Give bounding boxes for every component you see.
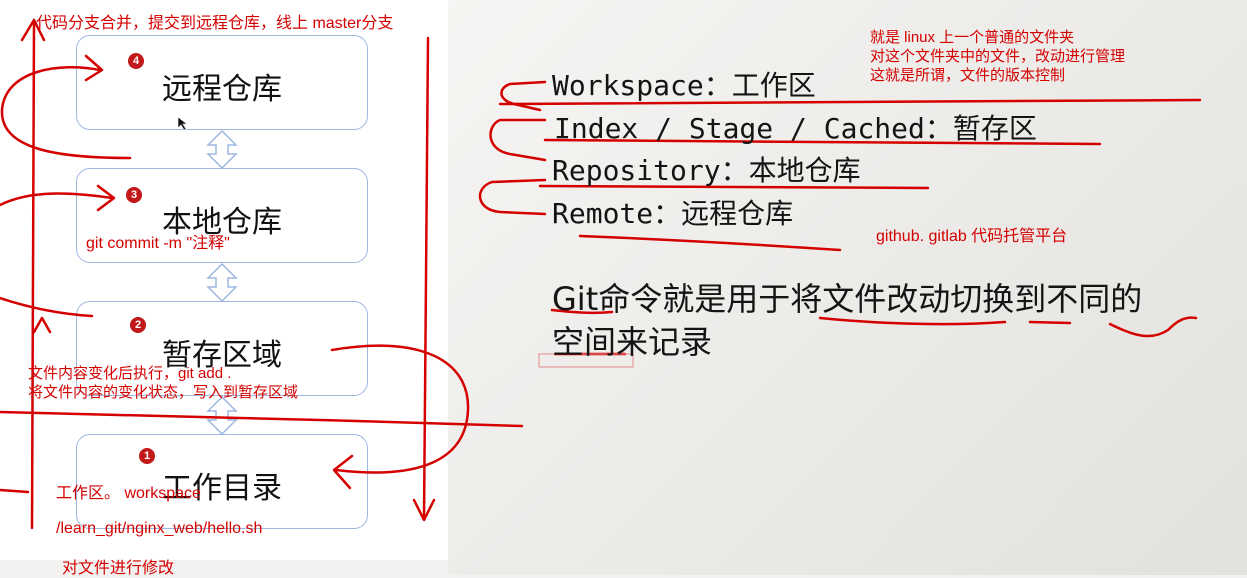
underline-workspace [498, 98, 1202, 106]
double-arrow-icon [206, 129, 238, 170]
stage-staging-area: 暂存区域 [76, 301, 368, 396]
double-arrow-icon [206, 262, 238, 303]
term-remote: Remote：远程仓库 [552, 192, 793, 232]
term-cn: 远程仓库 [681, 197, 794, 230]
underline-git [550, 308, 614, 315]
stage-number-badge: 2 [130, 317, 146, 333]
right-notes-panel [448, 0, 1247, 575]
up-arrowhead [20, 18, 46, 42]
bracket-workspace [500, 80, 547, 112]
red-pen-strokes [0, 18, 1202, 530]
underline-phrase3 [1108, 316, 1198, 338]
path-note: /learn_git/nginx_web/hello.sh [56, 520, 263, 537]
long-divider [0, 410, 524, 428]
stage-number-badge: 3 [126, 187, 142, 203]
term-cn: 暂存区 [952, 112, 1037, 145]
add-note-line1: 文件内容变化后执行，git add . [28, 365, 232, 382]
term-cn: 本地仓库 [748, 154, 861, 187]
summary-line1: Git命令就是用于将文件改动切换到不同的 [552, 280, 1143, 318]
arrowhead [84, 54, 104, 82]
term-repository: Repository：本地仓库 [552, 149, 861, 189]
stage-number-badge: 1 [139, 448, 155, 464]
stage-label: 远程仓库 [162, 72, 282, 107]
workspace-note: 工作区。 workspace [56, 485, 201, 502]
term-en: Workspace [552, 69, 704, 102]
term-workspace: Workspace：工作区 [552, 64, 816, 104]
stage-number-badge: 4 [128, 53, 144, 69]
stage-remote-repo: 远程仓库 [76, 35, 368, 130]
down-arrow-line [422, 36, 430, 520]
curve-to-staging [0, 296, 94, 318]
curve-to-workdir [330, 344, 470, 474]
up-arrow-line [30, 20, 36, 530]
down-arrowhead [412, 498, 436, 522]
selection-box [538, 353, 634, 368]
commit-note: git commit -m "注释" [86, 235, 230, 252]
stage-label: 工作目录 [162, 471, 282, 506]
hosting-note: github. gitlab 代码托管平台 [876, 228, 1068, 245]
term-cn: 工作区 [731, 69, 816, 102]
modify-note: 对文件进行修改 [62, 560, 175, 577]
term-en: Remote [552, 197, 654, 230]
summary-line2: 空间来记录 [552, 323, 713, 361]
underline-remote [578, 234, 842, 252]
underline-phrase1 [818, 316, 1007, 326]
term-index: Index / Stage / Cached：暂存区 [554, 107, 1037, 147]
stage-label: 本地仓库 [162, 205, 282, 240]
underline-index [543, 138, 1102, 146]
folder-note-line1: 就是 linux 上一个普通的文件夹 [870, 29, 1075, 46]
short-divider [0, 488, 30, 494]
underline-phrase2 [1028, 320, 1072, 325]
bracket-remote [478, 178, 547, 216]
double-arrow-icon [206, 395, 238, 436]
arrowhead [332, 454, 354, 490]
folder-note-line2: 对这个文件夹中的文件，改动进行管理 [870, 48, 1126, 65]
folder-note-line3: 这就是所谓，文件的版本控制 [870, 67, 1066, 84]
term-en: Repository [552, 154, 721, 187]
term-sep: ： [924, 112, 953, 145]
underline-repo [538, 184, 930, 190]
stage-working-dir: 工作目录 [76, 434, 368, 529]
up-tick [32, 316, 52, 334]
bracket-index [489, 118, 547, 162]
stage-label: 暂存区域 [162, 338, 282, 373]
connector-arrows [206, 129, 238, 436]
term-sep: ： [720, 154, 749, 187]
arrowhead [96, 184, 116, 212]
term-sep: ： [653, 197, 682, 230]
term-sep: ： [703, 69, 732, 102]
top-note: 代码分支合并，提交到远程仓库，线上 master分支 [36, 15, 394, 32]
curve-to-local [0, 192, 114, 207]
add-note-line2: 将文件内容的变化状态，写入到暂存区域 [28, 384, 299, 401]
curve-to-remote [0, 66, 132, 160]
term-en: Index / Stage / Cached [554, 112, 925, 145]
mouse-cursor-icon [177, 116, 188, 131]
